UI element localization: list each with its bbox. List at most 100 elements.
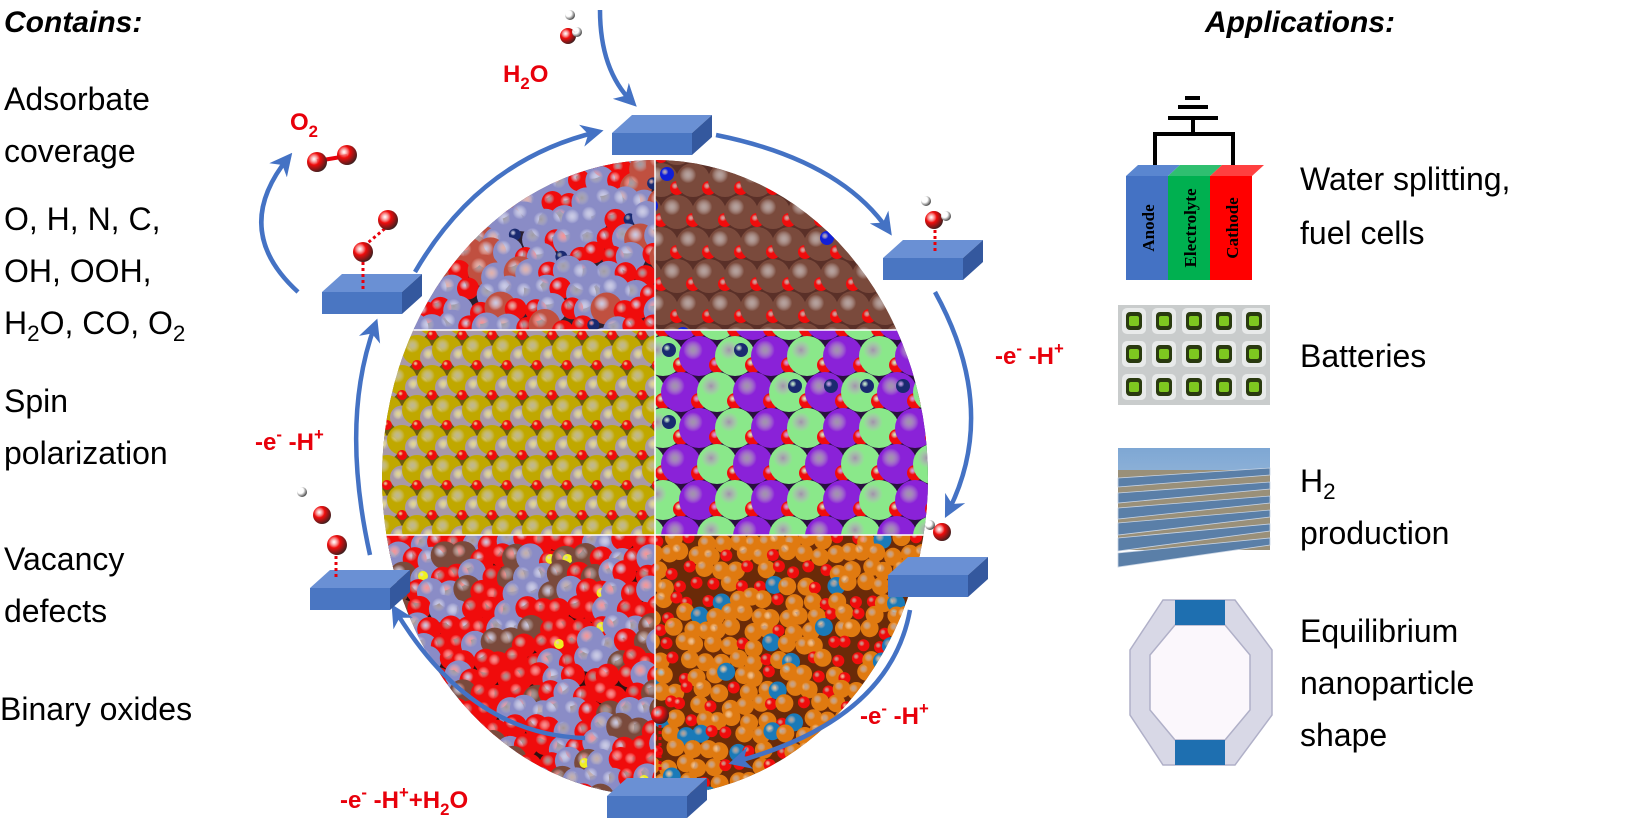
atom <box>607 330 617 340</box>
atom <box>495 330 519 340</box>
atom <box>492 313 523 330</box>
atom <box>720 636 739 655</box>
atom <box>547 390 557 400</box>
atom <box>432 190 463 221</box>
atom <box>555 330 579 340</box>
application-item: Batteries <box>1300 338 1426 374</box>
atom <box>427 510 437 520</box>
atom <box>692 195 726 229</box>
atom <box>636 575 655 604</box>
atom <box>942 341 956 355</box>
atom <box>502 480 512 490</box>
atom <box>802 771 821 790</box>
atom <box>646 594 655 619</box>
atom <box>577 510 587 520</box>
atom <box>414 747 443 776</box>
atom <box>868 163 902 197</box>
atom <box>764 698 777 711</box>
atom <box>507 764 536 793</box>
atom <box>814 771 833 790</box>
oxygen-atom <box>307 152 327 172</box>
solar-row <box>1117 509 1271 536</box>
atom <box>895 480 928 520</box>
atom <box>622 480 632 490</box>
atom <box>852 259 886 293</box>
atom <box>552 225 583 256</box>
atom <box>789 777 802 790</box>
step-label: -e- -H+ <box>255 425 324 456</box>
step-label-segment: - <box>361 783 367 802</box>
atom <box>862 245 876 259</box>
atom <box>442 480 452 490</box>
atom <box>811 692 830 711</box>
atom <box>580 160 611 167</box>
atom <box>852 607 865 620</box>
atom <box>423 166 454 197</box>
h2o-label-segment: H <box>503 61 520 88</box>
hydrogen-atom <box>925 520 935 530</box>
atom <box>383 652 408 677</box>
atom <box>555 782 584 796</box>
application-item-segment: H <box>1300 463 1323 499</box>
atom <box>814 160 828 163</box>
atom <box>803 803 821 821</box>
atom <box>706 608 725 627</box>
contains-item-segment: polarization <box>4 435 168 471</box>
atom <box>697 372 737 412</box>
atom <box>787 336 827 376</box>
step-label: -e- -H++H2O <box>340 783 468 819</box>
atom <box>798 740 817 759</box>
atom <box>906 772 919 785</box>
atom <box>622 360 632 370</box>
atom <box>697 444 737 484</box>
atom <box>878 627 891 640</box>
atom <box>579 758 590 768</box>
atom <box>432 160 463 181</box>
step-label-segment: - <box>881 699 887 718</box>
atom <box>389 731 418 760</box>
atom <box>824 607 837 620</box>
atom <box>562 480 572 490</box>
atom <box>662 343 676 357</box>
atom <box>486 784 511 796</box>
atom <box>776 724 795 743</box>
atom <box>910 651 923 664</box>
atom <box>382 728 404 757</box>
atom <box>913 516 928 535</box>
surface-panel-6 <box>655 535 928 821</box>
o2-label-segment: 2 <box>309 122 318 141</box>
atom <box>665 567 678 580</box>
arrow-2 <box>715 132 892 236</box>
atom <box>382 631 387 656</box>
atom <box>841 516 881 535</box>
atom <box>382 420 392 430</box>
atom <box>680 680 693 693</box>
atom <box>683 740 702 759</box>
atom <box>456 718 481 743</box>
atom <box>655 609 661 628</box>
atom <box>810 547 829 566</box>
atom <box>382 226 408 257</box>
atom <box>585 330 609 340</box>
oxygen-atom <box>933 523 951 541</box>
catalyst-slab <box>612 115 712 155</box>
atom <box>710 684 729 703</box>
atom <box>552 515 582 535</box>
atom <box>647 177 655 190</box>
step-label-segment: +H <box>409 787 440 814</box>
atom <box>551 320 574 330</box>
contains-item-segment: OH, OOH, <box>4 253 152 289</box>
atom <box>384 715 413 744</box>
contains-item: defects <box>4 593 107 629</box>
atom <box>878 160 892 163</box>
arrow-6 <box>353 318 381 556</box>
step-label-segment: -H <box>282 429 314 456</box>
atom <box>440 136 462 158</box>
atom <box>442 360 452 370</box>
atom <box>783 787 796 796</box>
atom <box>921 742 928 761</box>
atom <box>715 480 755 520</box>
atom <box>884 195 918 229</box>
